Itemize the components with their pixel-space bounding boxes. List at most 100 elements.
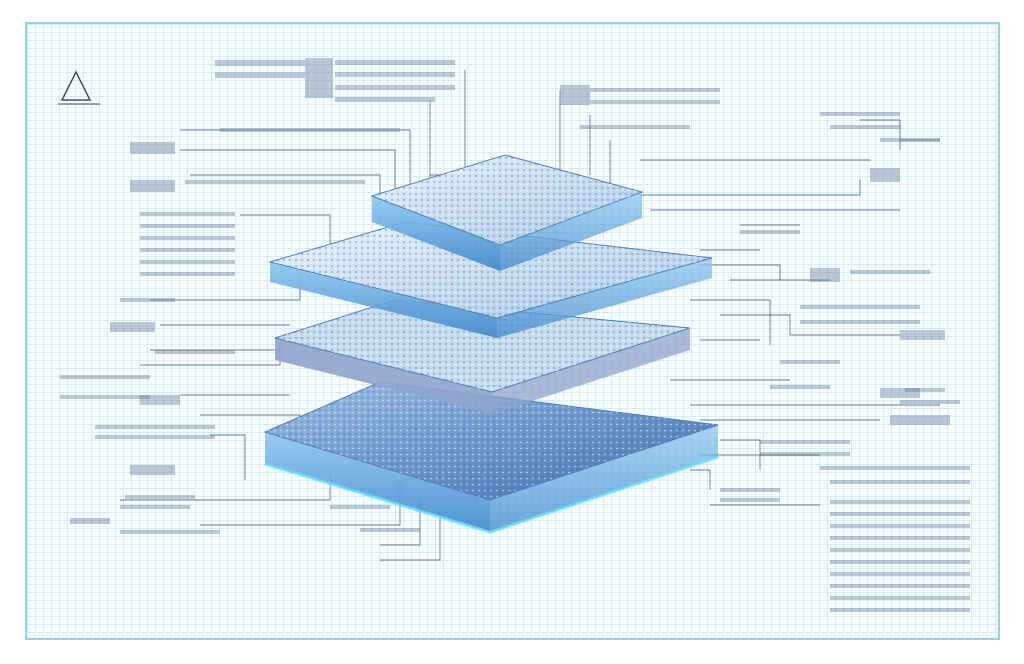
label-text-placeholder xyxy=(130,180,175,192)
label-text-placeholder xyxy=(110,322,155,332)
label-text-placeholder xyxy=(850,270,930,274)
label-text-placeholder xyxy=(720,488,780,492)
layer-base-right-side xyxy=(490,425,718,532)
label-text-placeholder xyxy=(830,572,970,576)
label-text-placeholder xyxy=(120,505,190,509)
label-text-placeholder xyxy=(140,260,235,264)
leader-line xyxy=(240,214,331,245)
label-text-placeholder xyxy=(830,512,970,516)
layer-base-left-side xyxy=(265,432,490,532)
layer-2-left-side xyxy=(270,262,497,338)
label-text-placeholder xyxy=(335,72,455,77)
layer-top-right-side xyxy=(500,192,642,271)
layer-top-surface-detail xyxy=(372,155,642,245)
label-text-placeholder xyxy=(720,498,780,502)
leader-line xyxy=(700,264,781,280)
layer-top-left-side xyxy=(372,196,500,271)
layer-2-surface-detail xyxy=(270,222,712,318)
label-text-placeholder xyxy=(120,530,220,534)
label-text-placeholder xyxy=(155,350,235,354)
label-text-placeholder xyxy=(830,125,900,129)
label-text-placeholder xyxy=(125,495,195,499)
label-text-placeholder xyxy=(140,395,180,405)
label-text-placeholder xyxy=(95,435,215,439)
label-text-placeholder xyxy=(95,425,215,429)
label-text-placeholder xyxy=(590,100,720,104)
label-text-placeholder xyxy=(140,212,235,216)
label-text-placeholder xyxy=(780,360,840,364)
label-text-placeholder xyxy=(770,385,830,389)
label-text-placeholder xyxy=(810,268,840,282)
label-text-placeholder xyxy=(830,548,970,552)
label-text-placeholder xyxy=(140,248,235,252)
label-text-placeholder xyxy=(60,395,150,399)
leader-line xyxy=(380,500,421,546)
label-text-placeholder xyxy=(800,305,920,309)
label-text-placeholder xyxy=(890,415,950,425)
label-text-placeholder xyxy=(800,320,920,324)
label-text-placeholder xyxy=(560,85,590,105)
label-text-placeholder xyxy=(905,388,945,392)
label-text-placeholder xyxy=(830,480,970,484)
label-text-placeholder xyxy=(880,388,920,398)
label-text-placeholder xyxy=(335,60,455,65)
label-text-placeholder xyxy=(330,505,390,509)
label-text-placeholder xyxy=(830,584,970,588)
label-text-placeholder xyxy=(185,180,365,184)
layer-2 xyxy=(268,221,713,338)
label-text-placeholder xyxy=(830,536,970,540)
leader-line xyxy=(380,510,441,561)
label-text-placeholder xyxy=(120,298,175,302)
leader-line xyxy=(210,434,246,480)
label-text-placeholder xyxy=(830,596,970,600)
label-text-placeholder xyxy=(820,466,970,470)
label-text-placeholder xyxy=(220,128,400,132)
layer-3-left-side xyxy=(275,338,492,414)
leader-line xyxy=(690,469,711,490)
label-text-placeholder xyxy=(870,168,900,182)
label-text-placeholder xyxy=(130,142,175,154)
layer-base xyxy=(263,381,719,534)
leader-line xyxy=(180,129,411,200)
label-text-placeholder xyxy=(130,465,175,475)
label-text-placeholder xyxy=(830,524,970,528)
layer-3-surface-detail xyxy=(275,300,690,392)
label-text-placeholder xyxy=(590,88,720,92)
leader-line xyxy=(180,149,396,205)
label-text-placeholder xyxy=(760,440,850,444)
layer-base-glow-edge xyxy=(264,455,719,534)
logo-icon xyxy=(60,70,92,101)
label-text-placeholder xyxy=(305,58,333,98)
label-text-placeholder xyxy=(215,72,305,78)
leader-line xyxy=(860,119,901,150)
leader-line xyxy=(720,439,761,470)
label-text-placeholder xyxy=(140,272,235,276)
layer-3 xyxy=(273,299,691,414)
label-text-placeholder xyxy=(830,500,970,504)
label-text-placeholder xyxy=(830,560,970,564)
label-text-placeholder xyxy=(830,608,970,612)
layer-top xyxy=(370,154,644,271)
leader-line xyxy=(640,180,861,196)
label-text-placeholder xyxy=(580,125,690,129)
label-text-placeholder xyxy=(335,85,455,90)
layer-2-right-side xyxy=(497,258,712,338)
leader-line xyxy=(720,314,900,336)
label-text-placeholder xyxy=(215,60,305,66)
label-text-placeholder xyxy=(880,138,940,142)
leader-line xyxy=(140,345,281,366)
label-text-placeholder xyxy=(60,375,150,379)
label-text-placeholder xyxy=(335,97,435,102)
label-text-placeholder xyxy=(140,236,235,240)
label-text-placeholder xyxy=(140,224,235,228)
layer-base-surface-detail xyxy=(265,382,718,500)
label-text-placeholder xyxy=(900,400,960,404)
leader-line xyxy=(690,299,771,345)
label-text-placeholder xyxy=(360,528,420,532)
label-text-placeholder xyxy=(740,230,800,234)
label-text-placeholder xyxy=(70,518,110,524)
label-text-placeholder xyxy=(760,452,850,456)
label-text-placeholder xyxy=(900,330,945,340)
layer-3-right-side xyxy=(492,328,690,414)
